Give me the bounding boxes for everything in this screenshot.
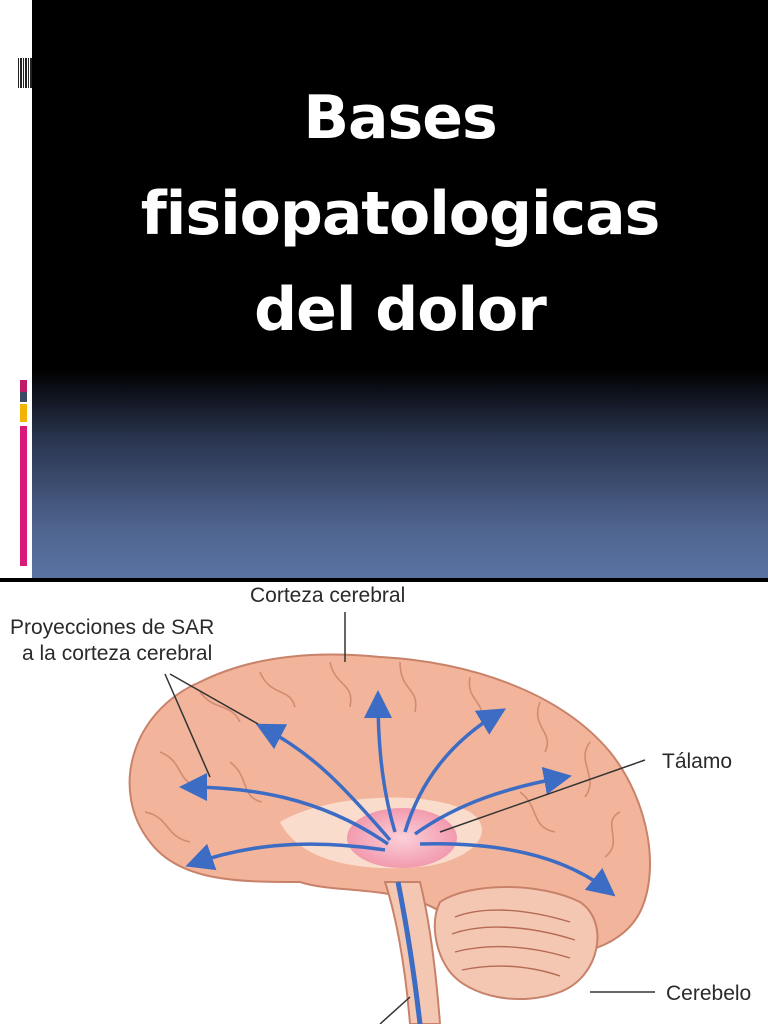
- accent-bar-navy: [20, 392, 27, 402]
- title-panel: [32, 0, 768, 578]
- title-line-2: fisiopatologicas: [140, 179, 661, 249]
- brain-diagram: Corteza cerebral Proyecciones de SAR a l…: [0, 582, 768, 1024]
- accent-bar-yellow: [20, 404, 27, 422]
- label-proyecciones-line2: a la corteza cerebral: [22, 642, 212, 665]
- leader-lines: [164, 612, 655, 1024]
- slide-divider: [0, 578, 768, 582]
- label-talamo: Tálamo: [662, 750, 732, 773]
- label-cerebelo: Cerebelo: [666, 982, 751, 1005]
- projection-arrows: [179, 690, 616, 897]
- title-line-3: del dolor: [254, 275, 547, 345]
- title-line-1: Bases: [303, 83, 497, 153]
- slide-title: Bases fisiopatologicas del dolor: [60, 70, 740, 358]
- label-proyecciones-line1: Proyecciones de SAR: [10, 616, 214, 639]
- cerebellum-folia: [451, 909, 576, 977]
- title-slide: Bases fisiopatologicas del dolor: [0, 0, 768, 582]
- cerebellum-shape: [433, 886, 599, 1001]
- brain-illustration: Corteza cerebral Proyecciones de SAR a l…: [10, 584, 751, 1024]
- label-corteza-cerebral: Corteza cerebral: [250, 584, 405, 607]
- accent-bar-pink: [20, 426, 27, 566]
- barcode-decoration: [18, 58, 32, 88]
- accent-bar-magenta: [20, 380, 27, 392]
